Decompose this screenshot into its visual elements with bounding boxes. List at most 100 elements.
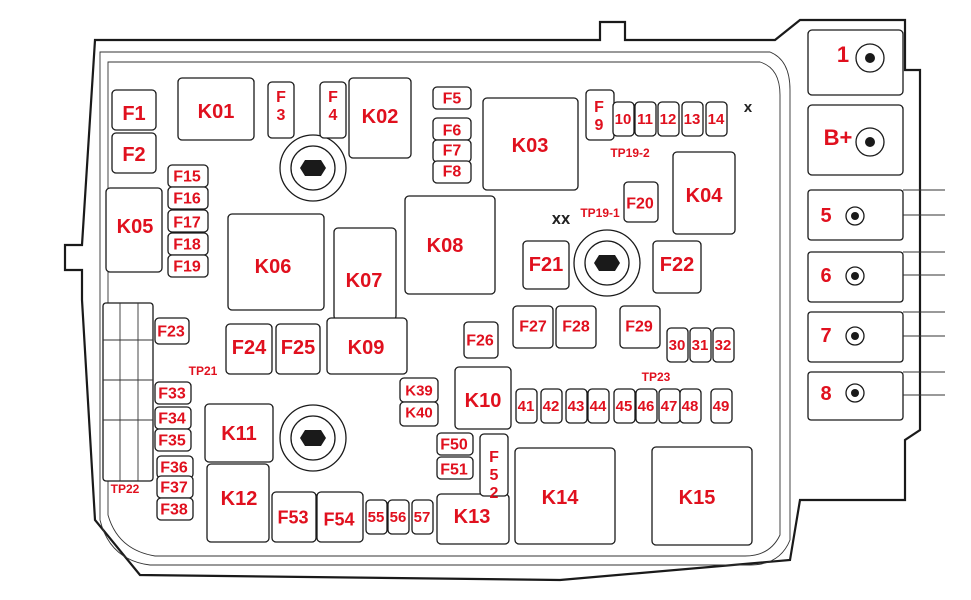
fuse-f22	[652, 240, 702, 294]
fuse-f53	[271, 491, 317, 543]
relay-k03	[482, 97, 579, 191]
fuse-f2	[111, 132, 157, 174]
fuse-label-f27: F27	[519, 319, 547, 336]
fuse-number-41: 41	[518, 398, 535, 415]
relay-k12	[206, 463, 270, 543]
terminal-label-5: 5	[820, 205, 831, 227]
terminal-label-bplus: B+	[824, 125, 853, 150]
relay-label-k06: K06	[255, 256, 292, 278]
fuse-f4	[319, 81, 347, 139]
fuse-label-f21: F21	[529, 254, 563, 276]
fuse-slot-49	[710, 388, 733, 424]
fuse-label-f22: F22	[660, 254, 694, 276]
marker-x: X	[744, 102, 753, 115]
fuse-f27	[512, 305, 554, 349]
fuse-label-f8: F8	[443, 164, 462, 181]
marker-xx: XX	[552, 213, 571, 227]
fuse-number-32: 32	[715, 337, 732, 354]
fuse-slot-13	[681, 101, 704, 137]
fuse-slot-46	[635, 388, 658, 424]
fuse-label-f16: F16	[173, 191, 201, 208]
relay-label-k10: K10	[465, 390, 502, 412]
terminal-label-7: 7	[820, 325, 831, 347]
relay-label-k12: K12	[221, 488, 258, 510]
relay-label-k02: K02	[362, 106, 399, 128]
fuse-number-31: 31	[692, 337, 709, 354]
fuse-f29	[619, 305, 661, 349]
bolt-center	[573, 229, 641, 297]
fuse-f8	[432, 160, 472, 184]
relay-k40	[399, 401, 439, 427]
housing-inner	[99, 51, 791, 566]
relay-label-k07: K07	[346, 270, 383, 292]
fuse-label-f1: F1	[122, 103, 145, 125]
fuse-f26	[463, 321, 499, 359]
relay-k08	[404, 195, 496, 295]
side-connector	[102, 302, 154, 482]
bolt-bottom	[279, 404, 347, 472]
fuse-f5	[432, 86, 472, 110]
fuse-slot-31	[689, 327, 712, 363]
relay-label-k40: K40	[405, 404, 433, 421]
relay-label-k11: K11	[221, 423, 257, 445]
fuse-f23	[154, 317, 190, 345]
fuse-label-f53: F53	[277, 507, 308, 527]
fuse-f20	[623, 181, 659, 223]
relay-k06	[227, 213, 325, 311]
fuse-slot-44	[587, 388, 610, 424]
fuse-number-10: 10	[615, 111, 632, 128]
relay-k14	[514, 447, 616, 545]
component-outlines	[105, 77, 753, 546]
housing-inner2	[107, 61, 781, 557]
fuse-label-f35: F35	[158, 433, 186, 450]
fuse-number-46: 46	[638, 398, 655, 415]
fuse-label-f36: F36	[160, 460, 188, 477]
fuse-label-f26: F26	[466, 333, 494, 350]
fuse-number-47: 47	[661, 398, 678, 415]
fuse-label-f2: F2	[122, 144, 145, 166]
fuse-slot-55	[365, 499, 388, 535]
fuse-number-57: 57	[414, 509, 431, 526]
relay-k13	[436, 493, 510, 545]
relay-label-k05: K05	[117, 216, 154, 238]
fuse-f24	[225, 323, 273, 375]
fuse-f50	[436, 432, 474, 456]
fuse-f54	[316, 491, 364, 543]
relay-label-k03: K03	[512, 135, 549, 157]
fuse-number-48: 48	[682, 398, 699, 415]
relay-k04	[672, 151, 736, 235]
fuse-label-f28: F28	[562, 319, 590, 336]
relay-k15	[651, 446, 753, 546]
fuse-number-13: 13	[684, 111, 701, 128]
fuse-label-f6: F6	[443, 123, 462, 140]
relay-label-k08: K08	[427, 235, 464, 257]
fuse-number-30: 30	[669, 337, 686, 354]
fuse-label-f25: F25	[281, 337, 315, 359]
bolt-top	[279, 134, 347, 202]
terminal-label-6: 6	[820, 265, 831, 287]
fuse-slot-41	[515, 388, 538, 424]
relay-label-k01: K01	[198, 101, 235, 123]
fuse-label-f19: F19	[173, 259, 201, 276]
relay-label-k39: K39	[405, 382, 433, 399]
fuse-label-f17: F17	[173, 215, 201, 232]
fuse-f3	[267, 81, 295, 139]
fuse-label-f38: F38	[160, 502, 188, 519]
fuse-number-43: 43	[568, 398, 585, 415]
fuse-f16	[167, 186, 209, 210]
fuse-f33	[154, 381, 192, 405]
fuse-slot-42	[540, 388, 563, 424]
fuse-label-f50: F50	[440, 437, 468, 454]
fuse-f19	[167, 254, 209, 278]
fuse-slot-30	[666, 327, 689, 363]
fuse-f1	[111, 89, 157, 131]
relay-k05	[105, 187, 163, 273]
relay-label-k13: K13	[454, 506, 491, 528]
fuse-label-f15: F15	[173, 169, 201, 186]
relay-k10	[454, 366, 512, 430]
fuse-label-f34: F34	[158, 411, 186, 428]
